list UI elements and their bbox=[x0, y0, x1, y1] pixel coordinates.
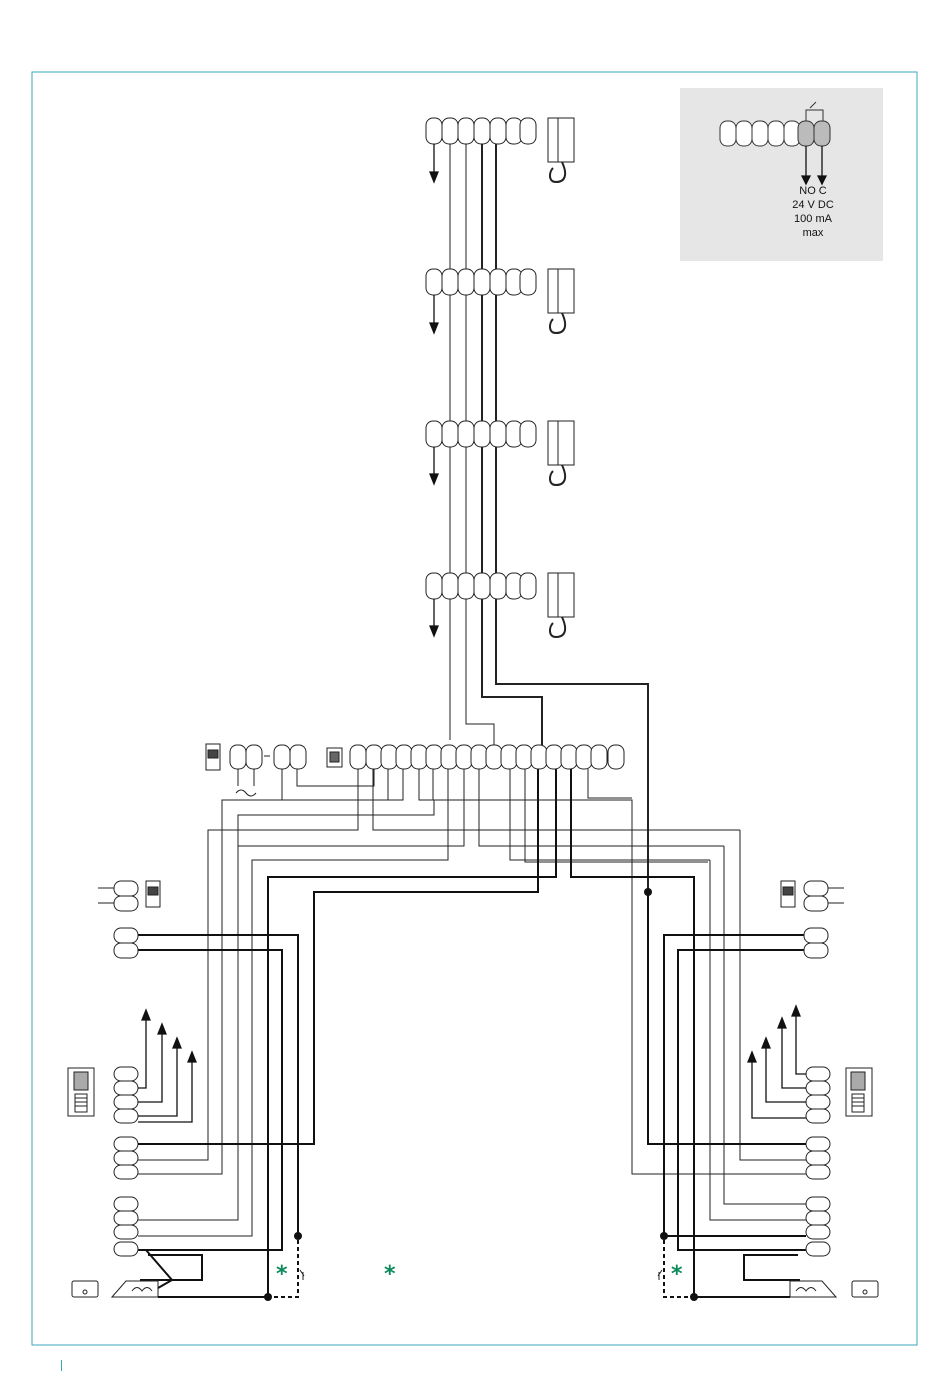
left-thick-wiring bbox=[138, 769, 556, 1297]
camera-icon bbox=[852, 1281, 878, 1297]
star-note-left: * bbox=[276, 1262, 288, 1287]
dashed-contact-wiring bbox=[268, 1240, 694, 1297]
star-note-right: * bbox=[671, 1262, 683, 1287]
riser bbox=[426, 118, 536, 636]
inset-terminal-block bbox=[720, 121, 830, 146]
star-note-center: * bbox=[384, 1262, 396, 1287]
controller-module-icon bbox=[327, 748, 342, 767]
left-entrance-terminals bbox=[114, 881, 138, 1256]
power-supply-icon bbox=[206, 744, 220, 770]
door-lock-icon bbox=[112, 1281, 158, 1297]
entrance-panel-icon bbox=[68, 1068, 94, 1116]
right-thin-wiring bbox=[433, 769, 806, 1220]
apartment-terminal-1 bbox=[426, 118, 536, 144]
page-edge-mark bbox=[61, 1360, 62, 1371]
left-output-arrows bbox=[138, 1010, 196, 1122]
left-thin-wiring bbox=[138, 769, 740, 1236]
entrance-panel-icon bbox=[846, 1068, 872, 1116]
page-frame bbox=[32, 72, 917, 1345]
right-output-arrows bbox=[748, 1006, 806, 1118]
power-supply-icon bbox=[781, 881, 795, 907]
inset-max-label: max bbox=[770, 226, 856, 240]
right-thick-wiring bbox=[571, 769, 806, 1297]
camera-icon bbox=[72, 1281, 98, 1297]
apartment-terminal-2 bbox=[426, 269, 536, 295]
right-entrance-terminals bbox=[804, 881, 830, 1256]
apartment-terminal-4 bbox=[426, 573, 536, 599]
controller-terminal-row bbox=[230, 745, 624, 769]
inset-contact-label: NO C bbox=[770, 184, 856, 198]
relay-contact-icon bbox=[300, 1270, 662, 1280]
left-power-inputs bbox=[98, 888, 114, 903]
apartment-terminal-3 bbox=[426, 421, 536, 447]
inset-current: 100 mA bbox=[770, 212, 856, 226]
power-supply-icon bbox=[146, 881, 160, 907]
intercom-handset-icon bbox=[548, 118, 574, 637]
junction-dots bbox=[264, 888, 698, 1301]
right-power-inputs bbox=[828, 888, 844, 903]
inset-voltage: 24 V DC bbox=[770, 198, 856, 212]
door-lock-icon bbox=[790, 1281, 836, 1297]
